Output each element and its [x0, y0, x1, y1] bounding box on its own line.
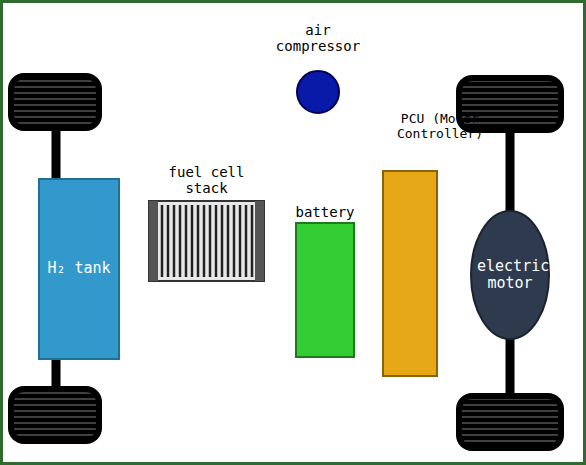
part-heading: battery	[280, 204, 370, 220]
battery-box: battery	[295, 222, 355, 358]
pcu-box: PCU (Motor Controller)	[382, 170, 438, 377]
fuel-cell-stack-outline	[148, 200, 265, 282]
wheel	[8, 386, 102, 444]
wheel	[456, 393, 564, 451]
hydrogen-tank: H₂ tank	[38, 178, 120, 360]
compressor-circle-outline	[296, 70, 340, 114]
part-heading: air compressor	[268, 22, 368, 54]
part-heading: fuel cell stack	[165, 164, 249, 196]
compressor-circle: air compressor	[296, 70, 340, 114]
fuel-cell-stack: fuel cell stack	[148, 200, 265, 282]
part-heading: PCU (Motor Controller)	[365, 112, 515, 142]
part-label: H₂ tank	[47, 260, 110, 277]
part-label: electric motor	[477, 258, 543, 293]
electric-motor: electric motor	[470, 210, 550, 340]
wheel	[8, 73, 102, 131]
